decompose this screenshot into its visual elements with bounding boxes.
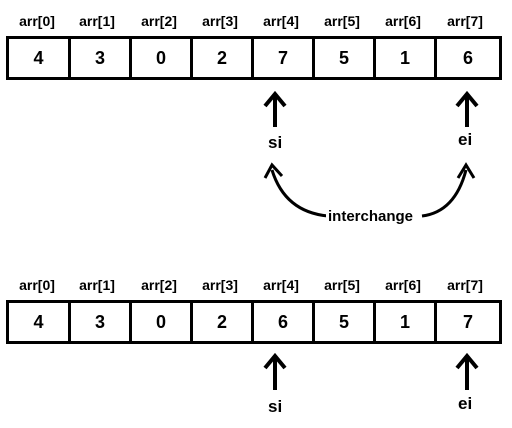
array-cell: 6 <box>254 303 315 341</box>
bottom-array-cells: 4 3 0 2 6 5 1 7 <box>6 300 502 344</box>
index-label: arr[0] <box>19 277 55 293</box>
array-cell: 2 <box>193 39 254 77</box>
top-ei-label: ei <box>458 130 473 149</box>
array-cell: 4 <box>9 303 71 341</box>
index-label: arr[3] <box>202 13 238 29</box>
array-cell: 3 <box>71 39 132 77</box>
array-cell: 5 <box>315 39 376 77</box>
index-label: arr[6] <box>385 13 421 29</box>
array-cell: 1 <box>376 39 437 77</box>
index-label: arr[3] <box>202 277 238 293</box>
top-index-row: arr[0] arr[1] arr[2] arr[3] arr[4] arr[5… <box>6 11 502 35</box>
index-label: arr[7] <box>447 277 483 293</box>
index-label: arr[7] <box>447 13 483 29</box>
bottom-ei-label: ei <box>458 394 473 413</box>
index-label: arr[5] <box>324 277 360 293</box>
index-label: arr[0] <box>19 13 55 29</box>
bottom-ei-arrow-icon <box>455 352 479 390</box>
index-label: arr[1] <box>79 277 115 293</box>
top-si-label: si <box>268 133 283 152</box>
array-cell: 5 <box>315 303 376 341</box>
index-label: arr[2] <box>141 13 177 29</box>
swap-arrow-icon <box>263 162 476 218</box>
top-array-diagram: arr[0] arr[1] arr[2] arr[3] arr[4] arr[5… <box>6 11 502 80</box>
bottom-si-label: si <box>268 397 283 416</box>
index-label: arr[4] <box>263 13 299 29</box>
array-cell: 4 <box>9 39 71 77</box>
bottom-array-diagram: arr[0] arr[1] arr[2] arr[3] arr[4] arr[5… <box>6 275 502 344</box>
array-cell: 6 <box>437 39 499 77</box>
index-label: arr[6] <box>385 277 421 293</box>
index-label: arr[2] <box>141 277 177 293</box>
index-label: arr[4] <box>263 277 299 293</box>
array-cell: 1 <box>376 303 437 341</box>
top-array-cells: 4 3 0 2 7 5 1 6 <box>6 36 502 80</box>
top-ei-arrow-icon <box>455 90 479 127</box>
array-cell: 0 <box>132 39 193 77</box>
swap-label: interchange <box>326 207 416 227</box>
array-cell: 0 <box>132 303 193 341</box>
array-cell: 7 <box>437 303 499 341</box>
bottom-index-row: arr[0] arr[1] arr[2] arr[3] arr[4] arr[5… <box>6 275 502 299</box>
array-cell: 7 <box>254 39 315 77</box>
array-cell: 2 <box>193 303 254 341</box>
top-si-arrow-icon <box>263 90 287 127</box>
index-label: arr[5] <box>324 13 360 29</box>
index-label: arr[1] <box>79 13 115 29</box>
array-cell: 3 <box>71 303 132 341</box>
bottom-si-arrow-icon <box>263 352 287 390</box>
